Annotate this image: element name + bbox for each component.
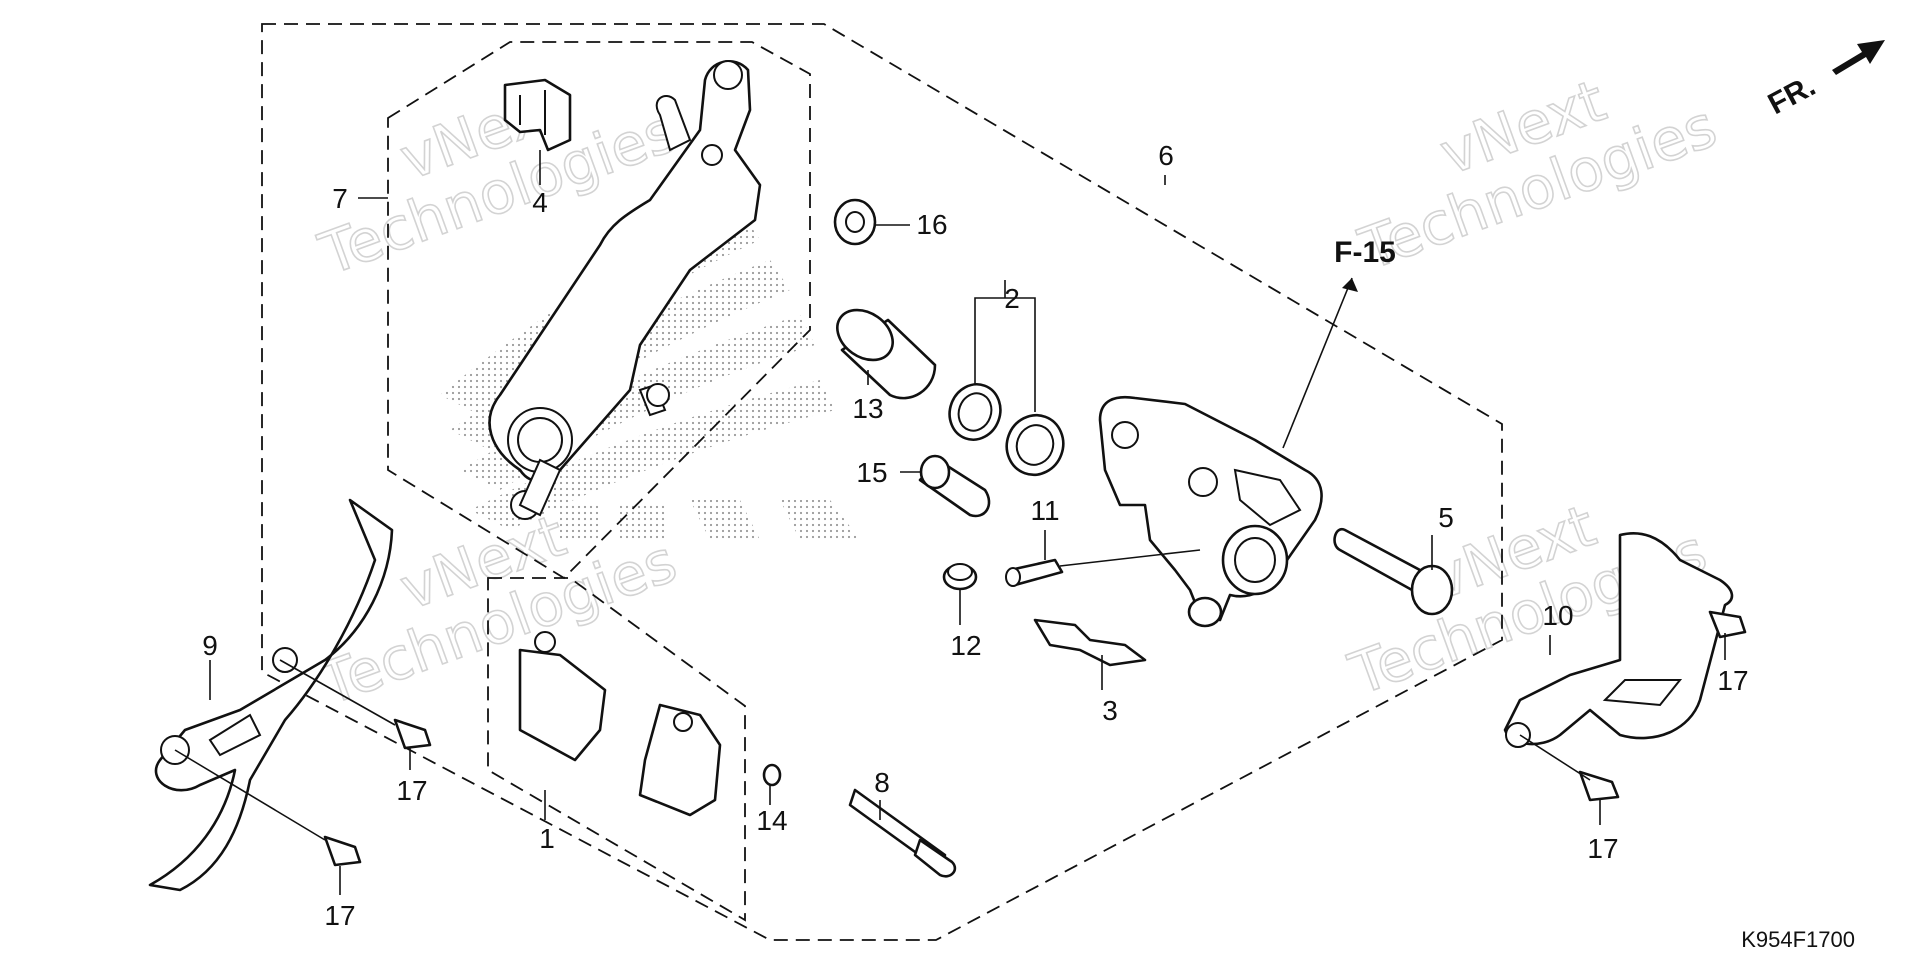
leader-lines [174,150,1726,895]
outline-bracket-assembly-7 [387,41,811,580]
callout-6: 6 [1158,140,1174,171]
outline-pad-set-1 [487,577,746,922]
brake-guard-left [148,498,394,892]
callout-17: 17 [1587,833,1618,864]
callout-12: 12 [950,630,981,661]
callout-3: 3 [1102,695,1118,726]
front-direction-indicator: FR. [1763,40,1885,121]
pad-pin [848,788,957,878]
assembly-outlines [261,23,1503,941]
piston-seals [948,383,1065,477]
caliper-body [1098,395,1323,628]
callout-13: 13 [852,393,883,424]
callout-9: 9 [202,630,218,661]
brake-guard-right [1503,531,1734,748]
reference-label: F-15 [1334,236,1396,269]
callout-16: 16 [916,209,947,240]
pad-retainer [1033,618,1147,667]
callout-11: 11 [1030,495,1059,526]
arrow-icon [1832,40,1885,75]
callout-17: 17 [1717,665,1748,696]
callout-14: 14 [756,805,787,836]
callout-10: 10 [1542,600,1573,631]
piston [836,308,937,400]
pad-spring [503,78,572,152]
shim-washer [762,763,782,787]
caliper-bracket [488,60,762,520]
callouts: 7 4 16 6 2 13 15 11 12 3 5 10 17 17 9 17… [202,140,1748,931]
brake-pads [518,631,722,817]
callout-4: 4 [532,187,548,218]
callout-7: 7 [332,183,348,214]
callout-5: 5 [1438,502,1454,533]
pin-boot [918,454,991,518]
callout-17: 17 [396,775,427,806]
callout-8: 8 [874,767,890,798]
callout-17: 17 [324,900,355,931]
bleeder-cap [942,563,978,591]
outline-caliper-assembly-6 [261,23,1503,941]
bleeder-valve [1005,558,1064,587]
callout-2: 2 [1004,283,1020,314]
boot-ring [833,198,877,246]
front-direction-label: FR. [1763,69,1821,121]
callout-1: 1 [539,823,555,854]
pin-bolt [1333,527,1454,616]
diagram-code: K954F1700 [1741,927,1855,952]
callout-15: 15 [856,457,887,488]
